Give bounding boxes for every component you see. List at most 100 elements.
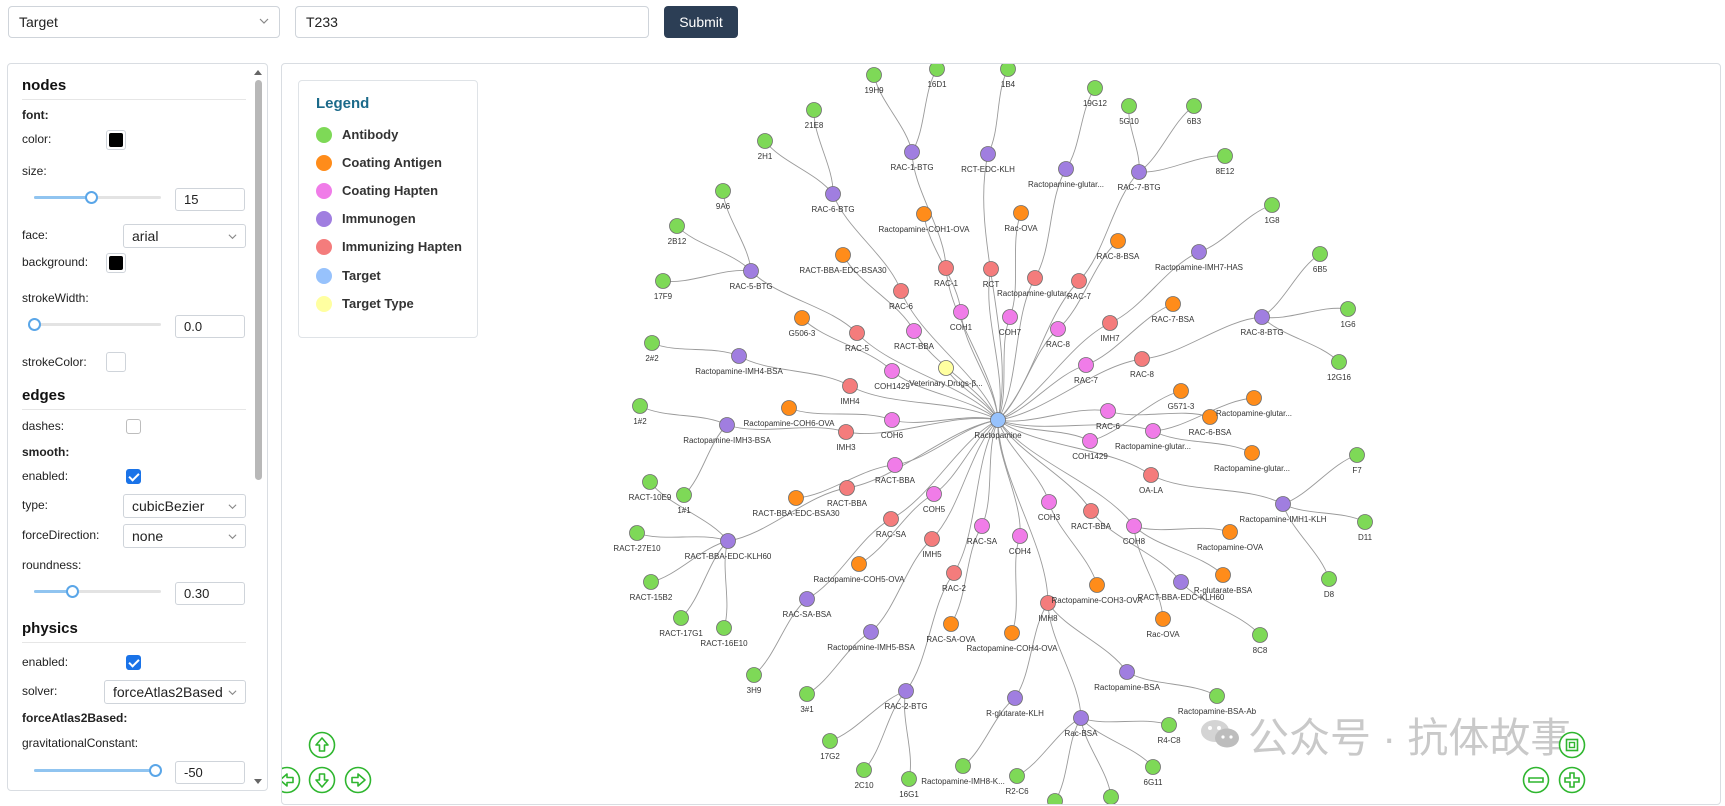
- graph-node-immunizing-hapten[interactable]: RACT-BBA: [1071, 503, 1112, 532]
- node-circle[interactable]: [1009, 768, 1025, 784]
- node-circle[interactable]: [1100, 403, 1116, 419]
- graph-node-coating-hapten[interactable]: RAC-7: [1074, 357, 1099, 386]
- node-circle[interactable]: [983, 261, 999, 277]
- search-input[interactable]: [295, 6, 649, 38]
- node-circle[interactable]: [1215, 567, 1231, 583]
- node-circle[interactable]: [781, 400, 797, 416]
- graph-node-immunizing-hapten[interactable]: RAC-1: [934, 260, 959, 289]
- stroke-width-slider[interactable]: [28, 318, 161, 332]
- graph-node-antibody[interactable]: 21E8: [805, 102, 824, 131]
- slider-thumb[interactable]: [28, 318, 41, 331]
- node-circle[interactable]: [746, 667, 762, 683]
- graph-node-target[interactable]: Ractopamine: [974, 412, 1022, 441]
- node-circle[interactable]: [863, 624, 879, 640]
- node-circle[interactable]: [1040, 595, 1056, 611]
- gravitational-slider[interactable]: [34, 764, 162, 778]
- node-circle[interactable]: [1165, 296, 1181, 312]
- node-circle[interactable]: [839, 480, 855, 496]
- graph-node-coating-hapten[interactable]: RACT-BBA: [894, 323, 935, 352]
- graph-node-coating-antigen[interactable]: Ractopamine-COH3-OVA: [1052, 577, 1144, 606]
- graph-node-immunogen[interactable]: RACT-BBA-EDC-KLH60: [685, 533, 772, 562]
- graph-node-immunogen[interactable]: RCT-EDC-KLH: [961, 146, 1015, 175]
- graph-node-antibody[interactable]: 12G16: [1327, 354, 1352, 383]
- graph-node-antibody[interactable]: 19G12: [1083, 80, 1108, 109]
- node-circle[interactable]: [849, 325, 865, 341]
- background-color-swatch[interactable]: [106, 253, 126, 273]
- graph-node-immunizing-hapten[interactable]: RAC-8: [1130, 351, 1155, 380]
- node-circle[interactable]: [1000, 64, 1016, 77]
- physics-enabled-checkbox[interactable]: [126, 655, 141, 670]
- roundness-slider[interactable]: [34, 585, 161, 599]
- smooth-enabled-checkbox[interactable]: [126, 469, 141, 484]
- graph-node-immunogen[interactable]: RAC-7-BTG: [1117, 164, 1161, 193]
- graph-node-immunizing-hapten[interactable]: IMH8: [1038, 595, 1058, 624]
- graph-node-antibody[interactable]: 6G11: [1144, 759, 1164, 788]
- graph-node-antibody[interactable]: 3H9: [746, 667, 762, 696]
- graph-node-antibody[interactable]: Ractopamine-BSA-Ab: [1178, 688, 1257, 717]
- node-circle[interactable]: [1264, 197, 1280, 213]
- node-circle[interactable]: [990, 412, 1006, 428]
- scroll-down-icon[interactable]: [253, 778, 263, 786]
- graph-node-target-type[interactable]: Veterinary Drugs-β...: [909, 360, 983, 389]
- graph-node-immunogen[interactable]: R-glutarate-KLH: [986, 690, 1044, 719]
- force-direction-select[interactable]: none: [123, 524, 246, 548]
- node-circle[interactable]: [955, 758, 971, 774]
- graph-node-immunizing-hapten[interactable]: IMH7: [1100, 315, 1120, 344]
- graph-node-antibody[interactable]: F7: [1349, 447, 1365, 476]
- graph-node-coating-hapten[interactable]: COH1429: [874, 363, 910, 392]
- graph-node-coating-hapten[interactable]: COH7: [999, 309, 1022, 338]
- node-circle[interactable]: [1071, 273, 1087, 289]
- arrow-down-icon[interactable]: [308, 766, 336, 794]
- graph-node-antibody[interactable]: D11: [1357, 514, 1373, 543]
- node-circle[interactable]: [938, 360, 954, 376]
- stroke-width-input[interactable]: 0.0: [175, 315, 245, 338]
- scroll-up-icon[interactable]: [253, 68, 263, 76]
- node-circle[interactable]: [906, 323, 922, 339]
- node-circle[interactable]: [806, 102, 822, 118]
- graph-node-coating-antigen[interactable]: Ractopamine-glutar...: [1216, 390, 1292, 419]
- graph-node-antibody[interactable]: 6B5: [1312, 246, 1328, 275]
- node-circle[interactable]: [926, 486, 942, 502]
- node-circle[interactable]: [901, 771, 917, 787]
- node-circle[interactable]: [1217, 148, 1233, 164]
- node-circle[interactable]: [731, 348, 747, 364]
- node-circle[interactable]: [1191, 244, 1207, 260]
- graph-node-immunizing-hapten[interactable]: RAC-2: [942, 565, 967, 594]
- arrow-up-icon[interactable]: [308, 731, 336, 759]
- graph-node-coating-antigen[interactable]: R-glutarate-BSA: [1194, 567, 1253, 596]
- config-scrollbar[interactable]: [252, 66, 264, 788]
- graph-node-immunizing-hapten[interactable]: RAC-SA: [876, 511, 907, 540]
- node-circle[interactable]: [1073, 710, 1089, 726]
- search-type-select[interactable]: Target: [8, 6, 280, 38]
- graph-node-coating-antigen[interactable]: Ractopamine-COH4-OVA: [967, 625, 1059, 654]
- graph-node-coating-antigen[interactable]: Ractopamine-COH1-OVA: [879, 206, 971, 235]
- graph-node-coating-antigen[interactable]: Ractopamine-COH6-OVA: [744, 400, 836, 429]
- node-circle[interactable]: [943, 616, 959, 632]
- node-circle[interactable]: [924, 531, 940, 547]
- node-circle[interactable]: [1007, 690, 1023, 706]
- graph-node-immunogen[interactable]: RAC-5-BTG: [729, 263, 773, 292]
- graph-node-antibody[interactable]: 16D1: [927, 64, 947, 89]
- graph-node-immunizing-hapten[interactable]: RAC-6: [889, 283, 914, 312]
- graph-node-immunizing-hapten[interactable]: IMH4: [840, 378, 860, 407]
- graph-node-antibody[interactable]: 17F9: [654, 273, 673, 302]
- graph-node-antibody[interactable]: Ractopamine-IMH8-K...: [921, 758, 1005, 787]
- graph-node-immunogen[interactable]: RAC-SA-BSA: [783, 591, 833, 620]
- node-circle[interactable]: [856, 762, 872, 778]
- smooth-type-select[interactable]: cubicBezier: [123, 494, 246, 518]
- graph-node-immunogen[interactable]: RACT-BBA-EDC-KLH60: [1138, 574, 1225, 603]
- graph-node-coating-antigen[interactable]: G571-3: [1168, 383, 1195, 412]
- node-circle[interactable]: [1357, 514, 1373, 530]
- graph-node-immunogen[interactable]: RAC-8-BTG: [1240, 309, 1284, 338]
- roundness-input[interactable]: 0.30: [175, 582, 245, 605]
- node-circle[interactable]: [1110, 233, 1126, 249]
- node-circle[interactable]: [1002, 309, 1018, 325]
- node-circle[interactable]: [715, 183, 731, 199]
- graph-node-antibody[interactable]: 19H9: [864, 67, 884, 96]
- node-circle[interactable]: [1089, 577, 1105, 593]
- node-circle[interactable]: [916, 206, 932, 222]
- node-circle[interactable]: [799, 686, 815, 702]
- node-circle[interactable]: [974, 518, 990, 534]
- graph-node-immunizing-hapten[interactable]: Ractopamine-glutar...: [997, 270, 1073, 299]
